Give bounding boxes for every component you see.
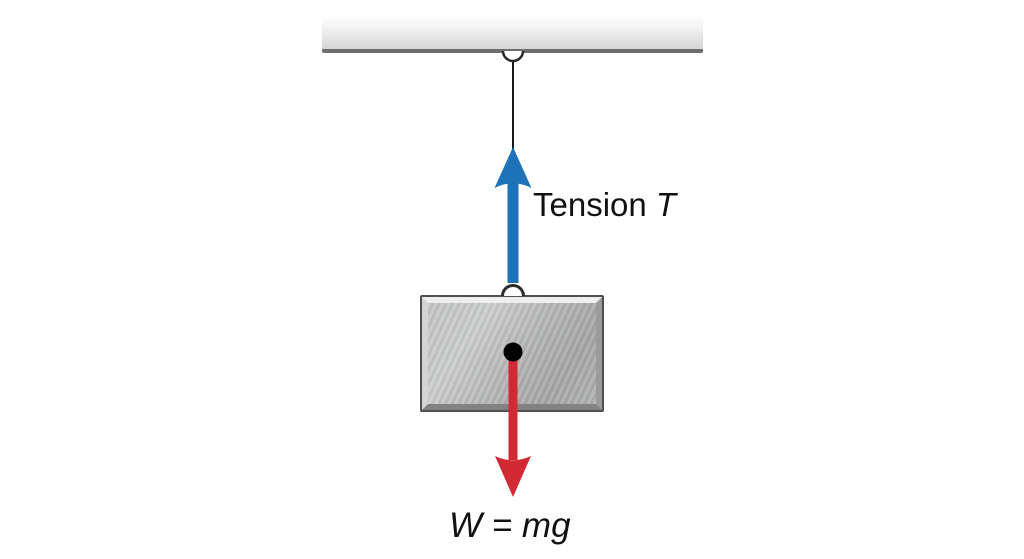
ceiling-hook-icon bbox=[501, 50, 525, 63]
center-of-mass-dot bbox=[503, 342, 523, 362]
tension-arrowhead-icon bbox=[494, 147, 532, 188]
weight-arrow-shaft bbox=[508, 352, 518, 460]
weight-label-equation: W = mg bbox=[449, 506, 571, 545]
tension-arrow bbox=[494, 147, 532, 283]
weight-label: W = mg bbox=[449, 505, 571, 547]
tension-arrow-shaft bbox=[507, 178, 519, 283]
tension-label: Tension T bbox=[533, 186, 676, 224]
tension-label-symbol: T bbox=[655, 186, 677, 223]
block-hook-icon bbox=[501, 284, 525, 297]
tension-label-space bbox=[647, 186, 656, 223]
weight-arrowhead-icon bbox=[495, 456, 531, 497]
weight-arrow bbox=[495, 352, 531, 497]
tension-label-word: Tension bbox=[533, 186, 647, 223]
